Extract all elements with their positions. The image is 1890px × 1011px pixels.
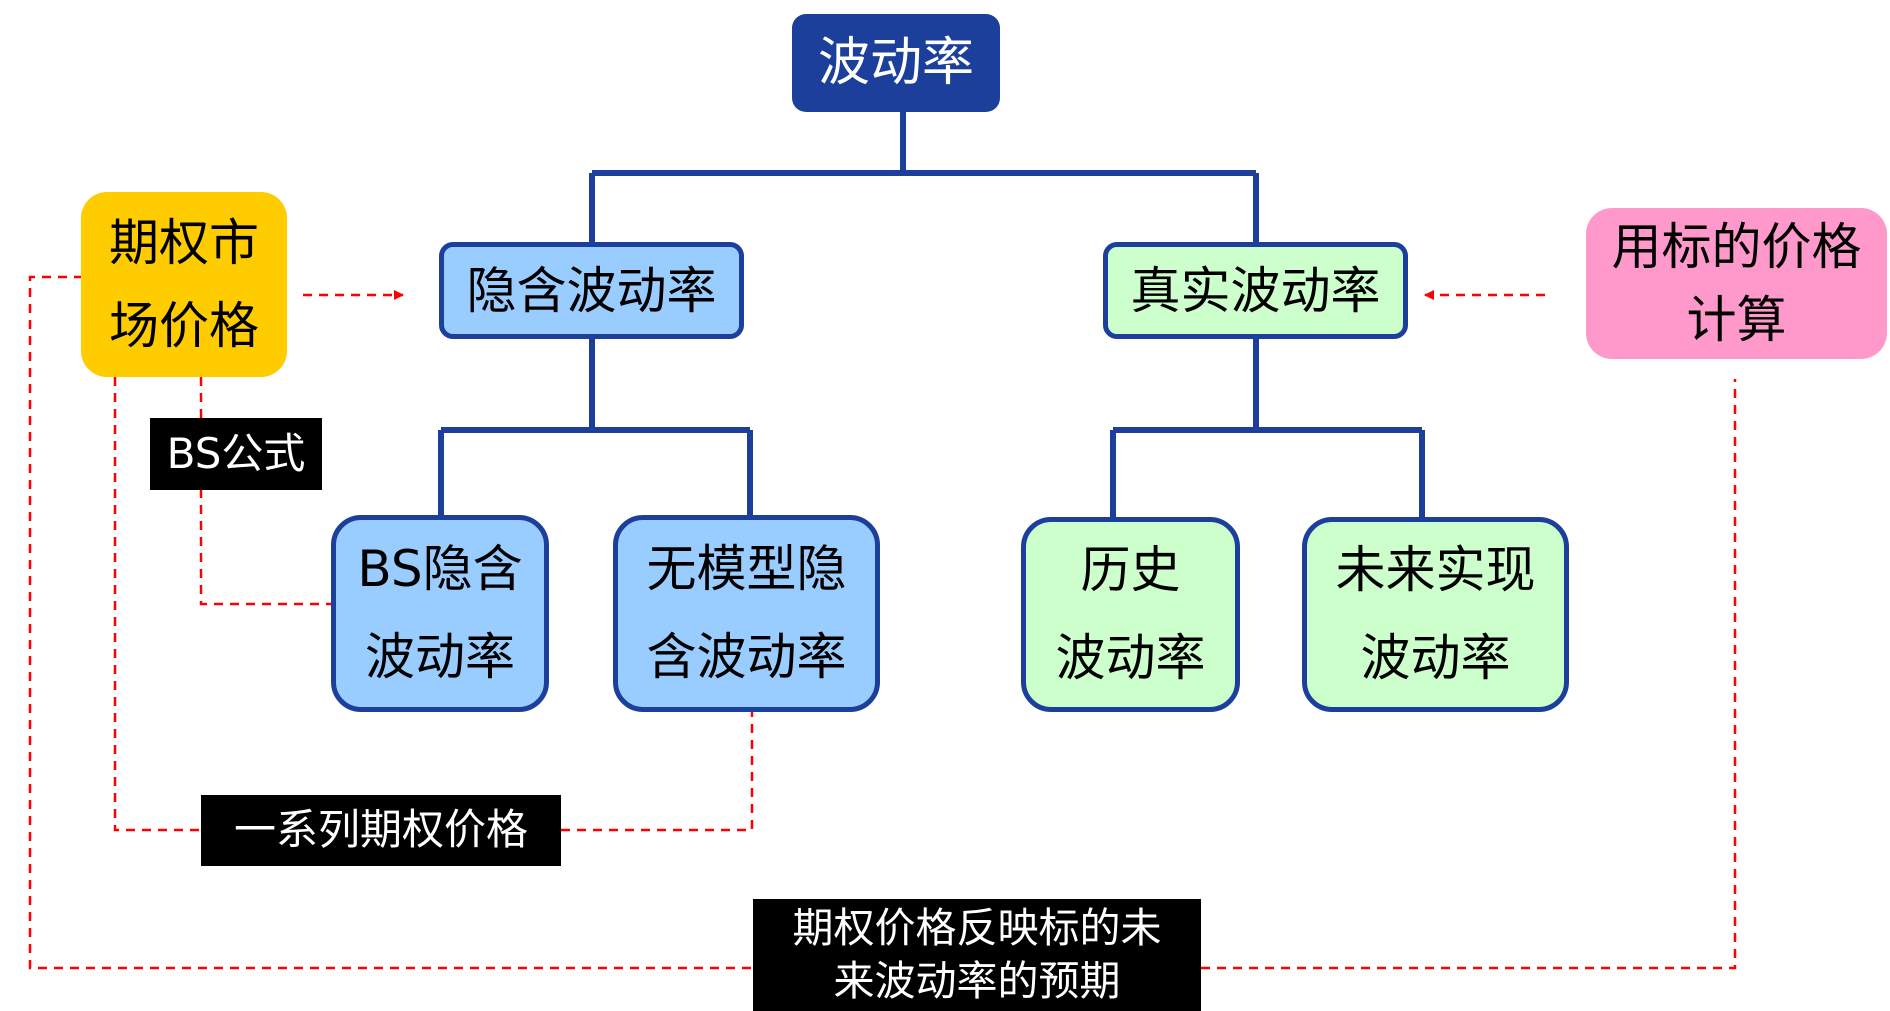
historical-line-1: 历史 — [1080, 541, 1181, 599]
tree-connectors — [438, 112, 1425, 517]
implied-volatility-label: 隐含波动率 — [466, 261, 717, 320]
price-reflects-expectation-label: 期权价格反映标的未 来波动率的预期 — [753, 899, 1201, 1011]
reflection-left-path — [28, 275, 753, 970]
realized-line-2: 波动率 — [1360, 628, 1511, 687]
reflection-line-2: 来波动率的预期 — [833, 957, 1121, 1005]
option-market-line-2: 场价格 — [109, 296, 259, 355]
realized-volatility-node: 未来实现 波动率 — [1302, 517, 1569, 712]
implied-volatility-node: 隐含波动率 — [439, 242, 744, 339]
historical-line-2: 波动率 — [1055, 628, 1206, 687]
option-market-price-box: 期权市 场价格 — [81, 192, 287, 377]
model-free-line-2: 含波动率 — [646, 627, 847, 686]
real-volatility-label: 真实波动率 — [1130, 261, 1381, 320]
bs-formula-path — [199, 377, 331, 606]
underlying-calc-line-1: 用标的价格 — [1611, 218, 1862, 276]
underlying-price-calc-box: 用标的价格 计算 — [1586, 208, 1887, 359]
bs-formula-text: BS公式 — [166, 428, 306, 478]
historical-volatility-node: 历史 波动率 — [1021, 517, 1240, 712]
option-series-text: 一系列期权价格 — [233, 805, 528, 855]
option-series-left-path — [113, 377, 201, 832]
option-market-line-1: 期权市 — [109, 214, 259, 272]
volatility-root-label: 波动率 — [817, 32, 974, 93]
reflection-right-path — [1201, 379, 1737, 970]
option-series-right-path — [561, 712, 754, 832]
model-free-implied-volatility-node: 无模型隐 含波动率 — [613, 515, 880, 712]
real-volatility-node: 真实波动率 — [1103, 242, 1408, 339]
volatility-root-node: 波动率 — [792, 14, 1000, 112]
underlying-calc-line-2: 计算 — [1686, 290, 1787, 349]
bs-implied-line-1: BS隐含 — [357, 540, 523, 598]
dashed-connectors — [28, 275, 1737, 970]
bs-implied-volatility-node: BS隐含 波动率 — [331, 515, 549, 712]
bs-implied-line-2: 波动率 — [365, 627, 515, 686]
bs-formula-label: BS公式 — [150, 418, 322, 490]
reflection-line-1: 期权价格反映标的未 — [792, 903, 1162, 952]
model-free-line-1: 无模型隐 — [646, 540, 847, 598]
realized-line-1: 未来实现 — [1335, 541, 1536, 599]
option-series-label: 一系列期权价格 — [201, 795, 561, 866]
